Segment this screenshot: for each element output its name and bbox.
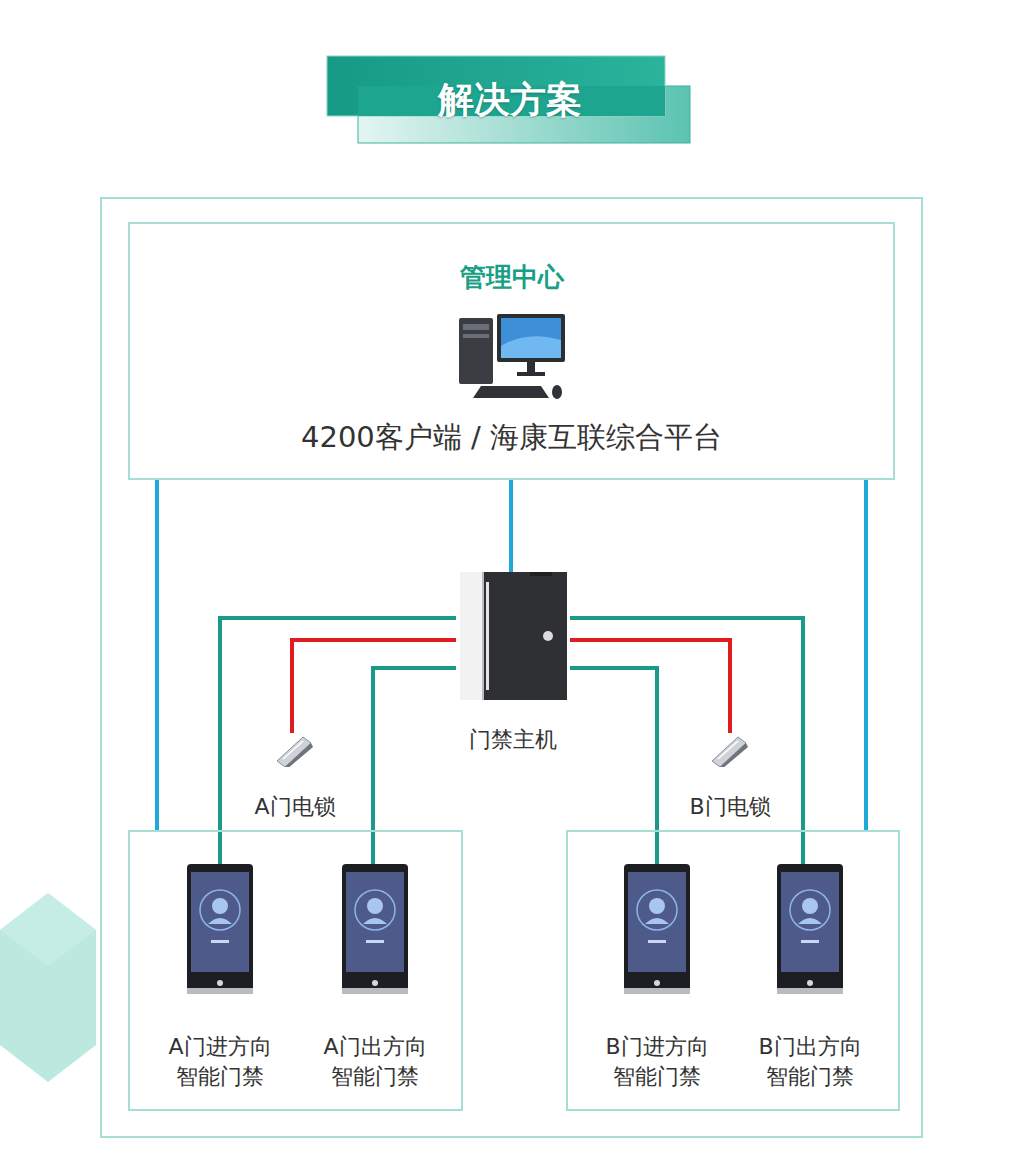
lock-shine [718,741,738,759]
face-head [212,898,228,914]
door-group: B门进方向 智能门禁 B门出方向 智能门禁 [566,830,900,1111]
monitor-frame [497,314,565,362]
terminal-screen [628,872,686,972]
title: 解决方案 [330,62,690,138]
terminal-icon [624,864,690,994]
terminal-button [217,980,223,986]
face-ring [637,890,677,930]
face-ring [200,890,240,930]
connector-line [570,668,657,864]
controller-label: 门禁主机 [456,726,570,754]
connector-line [570,618,803,864]
electric-lock: B门电锁 [673,733,787,821]
terminal-base [187,988,253,994]
screen-clock [801,940,819,943]
controller-strip [486,582,489,690]
terminal-screen [346,872,404,972]
terminal-icon [777,864,843,994]
controller-keyhole [543,631,553,641]
face-ring [355,890,395,930]
connector-line [864,480,868,830]
terminal-base [342,988,408,994]
terminal-label: A门出方向 智能门禁 [314,1032,436,1092]
center-label: 4200客户端 / 海康互联综合平台 [130,418,893,458]
terminal-screen [191,872,249,972]
screen-clock [648,940,666,943]
terminal-case [777,864,843,994]
terminal-base [777,988,843,994]
lock-label: A门电锁 [238,793,352,821]
terminal-button [654,980,660,986]
computer-icon [457,310,569,402]
lock-shadow [720,743,748,767]
terminal-icon [187,864,253,994]
terminal-base [624,988,690,994]
mouse [552,385,562,399]
face-body [363,918,387,924]
connector-line [292,640,456,733]
keyboard [473,386,549,398]
face-head [367,898,383,914]
terminal-button [807,980,813,986]
controller-edge [482,572,484,700]
connector-line [509,480,513,572]
monitor-stand [527,362,535,372]
face-body [208,918,232,924]
pc-bay [463,324,489,330]
face-body [645,918,669,924]
face-terminal: B门出方向 智能门禁 [749,864,871,1092]
monitor-base [517,372,545,376]
terminal-label: B门进方向 智能门禁 [596,1032,718,1092]
decor-hexagon-top [0,893,96,966]
face-head [649,898,665,914]
connector-line [373,668,456,864]
controller-side [460,572,482,700]
terminal-case [624,864,690,994]
pc-tower [459,318,493,384]
face-head [802,898,818,914]
lock-icon [273,733,317,767]
terminal-label: A门进方向 智能门禁 [159,1032,281,1092]
center-heading: 管理中心 [130,260,893,295]
terminal-case [342,864,408,994]
decor-hexagon [0,893,96,1082]
management-center: 管理中心 4200客户端 / 海康互联综合平台 [128,222,895,480]
screen-clock [211,940,229,943]
pc-bay [463,334,489,338]
terminal-screen [781,872,839,972]
electric-lock: A门电锁 [238,733,352,821]
lock-icon [708,733,752,767]
face-terminal: A门出方向 智能门禁 [314,864,436,1092]
controller-top [530,572,552,576]
terminal-icon [342,864,408,994]
screen-clock [366,940,384,943]
face-terminal: A门进方向 智能门禁 [159,864,281,1092]
outer-frame [101,198,922,1137]
face-body [798,918,822,924]
monitor-screen [501,318,561,358]
connector-line [155,480,159,830]
lock-shadow [285,743,313,767]
face-ring [790,890,830,930]
terminal-label: B门出方向 智能门禁 [749,1032,871,1092]
face-terminal: B门进方向 智能门禁 [596,864,718,1092]
controller-case [460,572,567,700]
controller-icon [460,572,567,700]
connector-line [220,618,456,864]
terminal-case [187,864,253,994]
lock-label: B门电锁 [673,793,787,821]
terminal-button [372,980,378,986]
access-controller: 门禁主机 [456,572,570,754]
lock-shine [283,741,303,759]
door-group: A门进方向 智能门禁 A门出方向 智能门禁 [128,830,463,1111]
screen-glow [501,336,561,358]
connector-line [570,640,730,733]
